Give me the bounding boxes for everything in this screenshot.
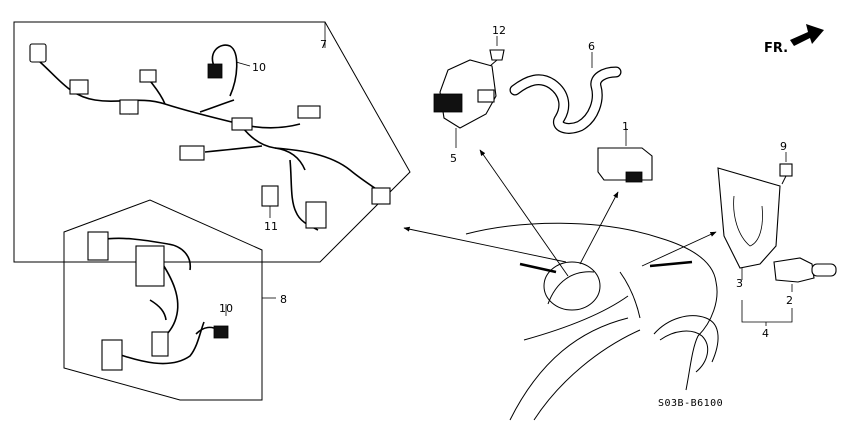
front-direction-label: FR. (764, 41, 788, 56)
vehicle-outline (465, 222, 719, 421)
harness-panel-7 (13, 21, 411, 263)
diagram-code: S03B-B6100 (658, 398, 723, 409)
callout-labels: 1 2 3 4 5 6 7 8 9 10 10 11 12 (219, 24, 793, 340)
callout-6: 6 (588, 40, 595, 53)
callout-2: 2 (786, 294, 793, 307)
callout-7: 7 (320, 38, 327, 51)
harness-panel-8 (63, 199, 276, 401)
callout-10b: 10 (219, 302, 233, 315)
sensor-bracket-5 (433, 36, 505, 148)
callout-1: 1 (622, 120, 629, 133)
callout-8: 8 (280, 293, 287, 306)
bracket-3 (717, 152, 793, 280)
sensor-1 (597, 128, 653, 183)
sensor-2 (741, 257, 837, 326)
front-direction-indicator: FR. (764, 24, 824, 56)
callout-9: 9 (780, 140, 787, 153)
callout-11: 11 (264, 220, 278, 233)
front-arrow-icon (790, 24, 824, 46)
pointer-arrows (403, 149, 717, 277)
callout-5: 5 (450, 152, 457, 165)
aspirator-hose-6 (509, 52, 622, 134)
callout-4: 4 (762, 327, 769, 340)
callout-3: 3 (736, 277, 743, 290)
callout-12: 12 (492, 24, 506, 37)
callout-10a: 10 (252, 61, 266, 74)
